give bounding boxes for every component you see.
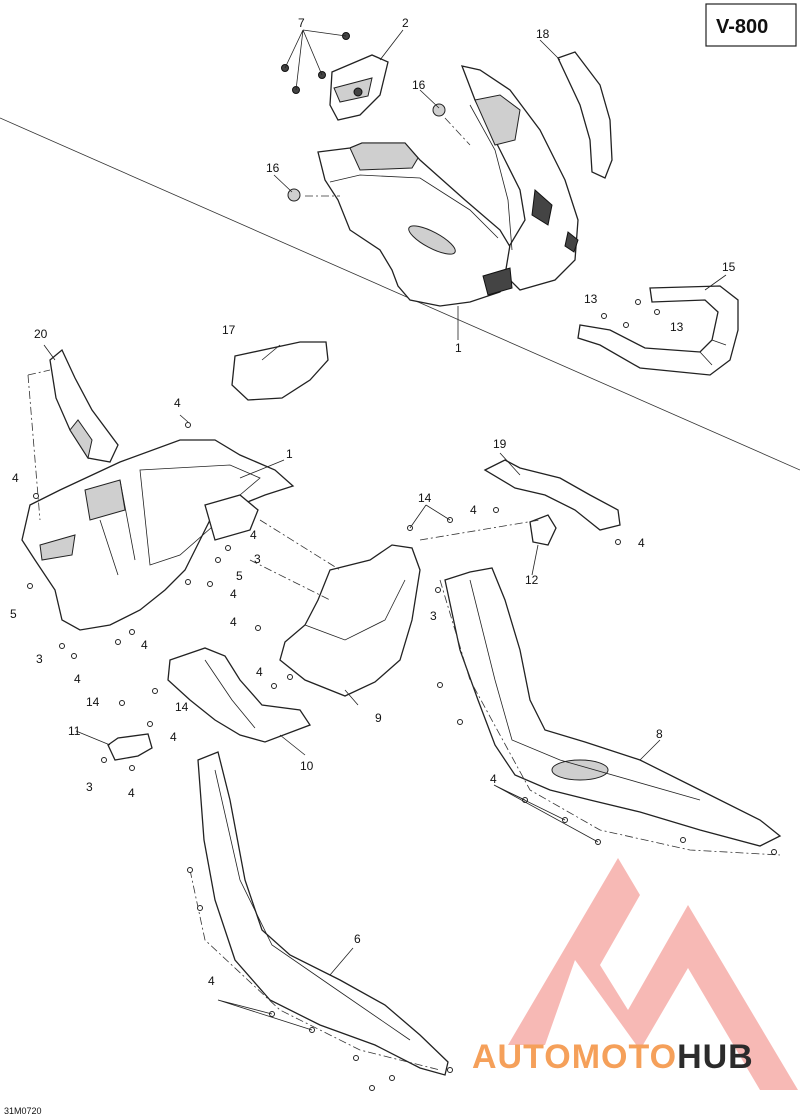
- watermark-text-part2: HUB: [677, 1038, 754, 1076]
- label-4-3: 4: [470, 503, 477, 517]
- label-16a: 16: [412, 78, 426, 92]
- grommets-part-16: [287, 103, 446, 202]
- label-4-10: 4: [74, 672, 81, 686]
- watermark-logo: [508, 858, 798, 1090]
- model-badge: V-800: [705, 3, 797, 47]
- label-4-2: 4: [12, 471, 19, 485]
- label-3a: 3: [254, 552, 261, 566]
- side-panel-part-1: [21, 439, 295, 631]
- trim-part-18: [557, 51, 613, 179]
- label-14a: 14: [418, 491, 432, 505]
- label-3c: 3: [36, 652, 43, 666]
- part-labels: 7 2 16 16 18 15 13 13 1 17 20 4 1 19 4 1…: [10, 16, 736, 988]
- label-4-13: 4: [128, 786, 135, 800]
- panel-part-10: [167, 647, 311, 743]
- label-11: 12: [525, 573, 539, 587]
- label-4-11: 4: [170, 730, 177, 744]
- label-1a: 1: [455, 341, 462, 355]
- label-4-12: 4: [490, 772, 497, 786]
- bracket-part-20: [49, 348, 119, 463]
- label-16b: 16: [266, 161, 280, 175]
- label-12: 11: [68, 724, 81, 738]
- cover-part-2: [329, 54, 389, 121]
- label-4-5: 4: [638, 536, 645, 550]
- front-fairing-part-1: [317, 65, 579, 307]
- assembly-lines: [27, 117, 781, 1071]
- reference-code: 31M0720: [4, 1106, 42, 1116]
- label-13a: 13: [584, 292, 598, 306]
- label-19: 19: [493, 437, 507, 451]
- label-4-8: 4: [141, 638, 148, 652]
- label-9: 6: [354, 932, 361, 946]
- bracket-part-11: [529, 514, 557, 546]
- label-1b: 1: [286, 447, 293, 461]
- leader-lines: [43, 29, 727, 1031]
- label-14c: 14: [175, 700, 189, 714]
- panel-part-8: [279, 544, 421, 697]
- pad-part-17: [231, 341, 329, 401]
- label-6: 7: [298, 16, 305, 30]
- handle-part-15: [577, 285, 739, 376]
- label-17: 17: [222, 323, 236, 337]
- label-8: 9: [375, 711, 382, 725]
- bracket-part-19: [483, 459, 621, 531]
- side-rail-part-7: [444, 567, 782, 847]
- side-rail-part-9: [197, 751, 449, 1076]
- separator-line: [0, 117, 800, 471]
- label-4-9: 4: [256, 665, 263, 679]
- label-20: 20: [34, 327, 48, 341]
- bracket-part-12: [107, 733, 153, 761]
- label-5a: 5: [236, 569, 243, 583]
- label-4-7: 4: [230, 615, 237, 629]
- label-10: 10: [300, 759, 314, 773]
- label-4-1: 4: [174, 396, 181, 410]
- label-5b: 5: [10, 607, 17, 621]
- label-4-14: 4: [208, 974, 215, 988]
- label-13b: 13: [670, 320, 684, 334]
- label-4-4: 4: [250, 528, 257, 542]
- screws-part-13: [601, 299, 660, 328]
- watermark-text: AUTOMOTOHUB: [472, 1038, 754, 1076]
- label-18: 18: [536, 27, 550, 41]
- label-14b: 14: [86, 695, 100, 709]
- label-7: 8: [656, 727, 663, 741]
- label-4-6: 4: [230, 587, 237, 601]
- label-3d: 3: [86, 780, 93, 794]
- watermark-text-part1: AUTOMOTO: [472, 1038, 677, 1076]
- label-3b: 3: [430, 609, 437, 623]
- fasteners: [27, 422, 777, 1091]
- model-label: V-800: [716, 16, 768, 38]
- label-15: 15: [722, 260, 736, 274]
- label-2: 2: [402, 16, 409, 30]
